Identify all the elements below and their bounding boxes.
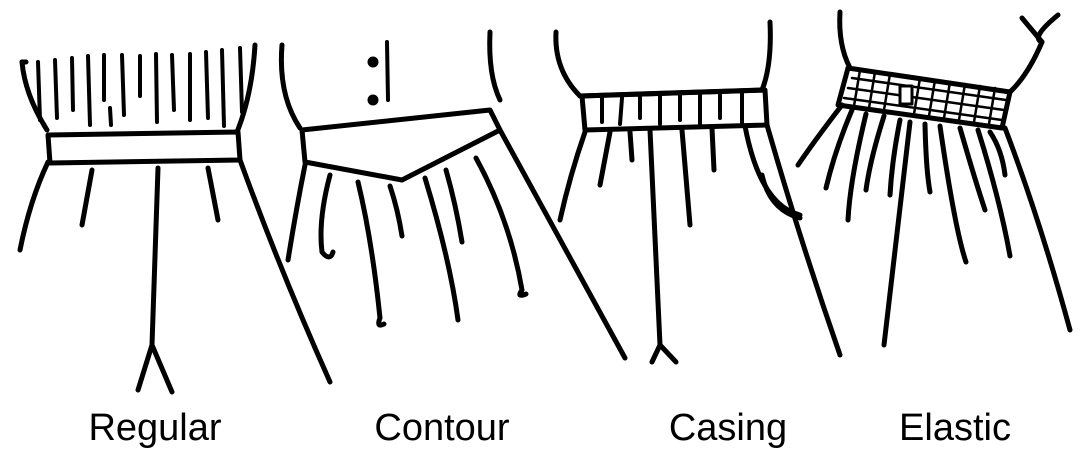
label-contour: Contour	[332, 406, 552, 450]
label-regular: Regular	[45, 406, 265, 450]
label-casing: Casing	[618, 406, 838, 450]
label-elastic: Elastic	[845, 406, 1065, 450]
elastic-waistband-illustration	[798, 12, 1070, 345]
contour-waistband-illustration	[281, 32, 625, 358]
